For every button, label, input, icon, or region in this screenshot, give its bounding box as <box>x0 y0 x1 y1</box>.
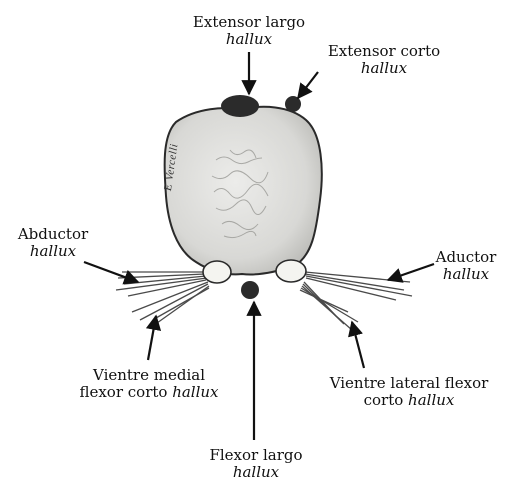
phalanx-bone-section <box>165 107 322 275</box>
extensor-largo-tendon <box>221 95 259 117</box>
label-extensor-largo: Extensor largo hallux <box>185 14 313 48</box>
lateral-sesamoid <box>276 260 306 282</box>
label-flexor-largo: Flexor largo hallux <box>200 447 312 481</box>
label-vientre-lateral: Vientre lateral flexor corto hallux <box>314 375 504 409</box>
arrow-vientre-lateral <box>352 322 364 368</box>
label-abductor: Abductor hallux <box>10 226 96 260</box>
label-aductor: Aductor hallux <box>432 249 500 283</box>
label-vientre-medial: Vientre medial flexor corto hallux <box>56 367 242 401</box>
medial-sesamoid <box>203 261 231 283</box>
flexor-largo-tendon <box>241 281 259 299</box>
label-extensor-corto: Extensor corto hallux <box>312 43 456 77</box>
arrow-aductor <box>388 264 434 280</box>
medial-muscle-fibers <box>116 272 209 328</box>
arrow-vientre-medial <box>148 316 156 360</box>
lateral-muscle-fibers <box>300 272 412 330</box>
